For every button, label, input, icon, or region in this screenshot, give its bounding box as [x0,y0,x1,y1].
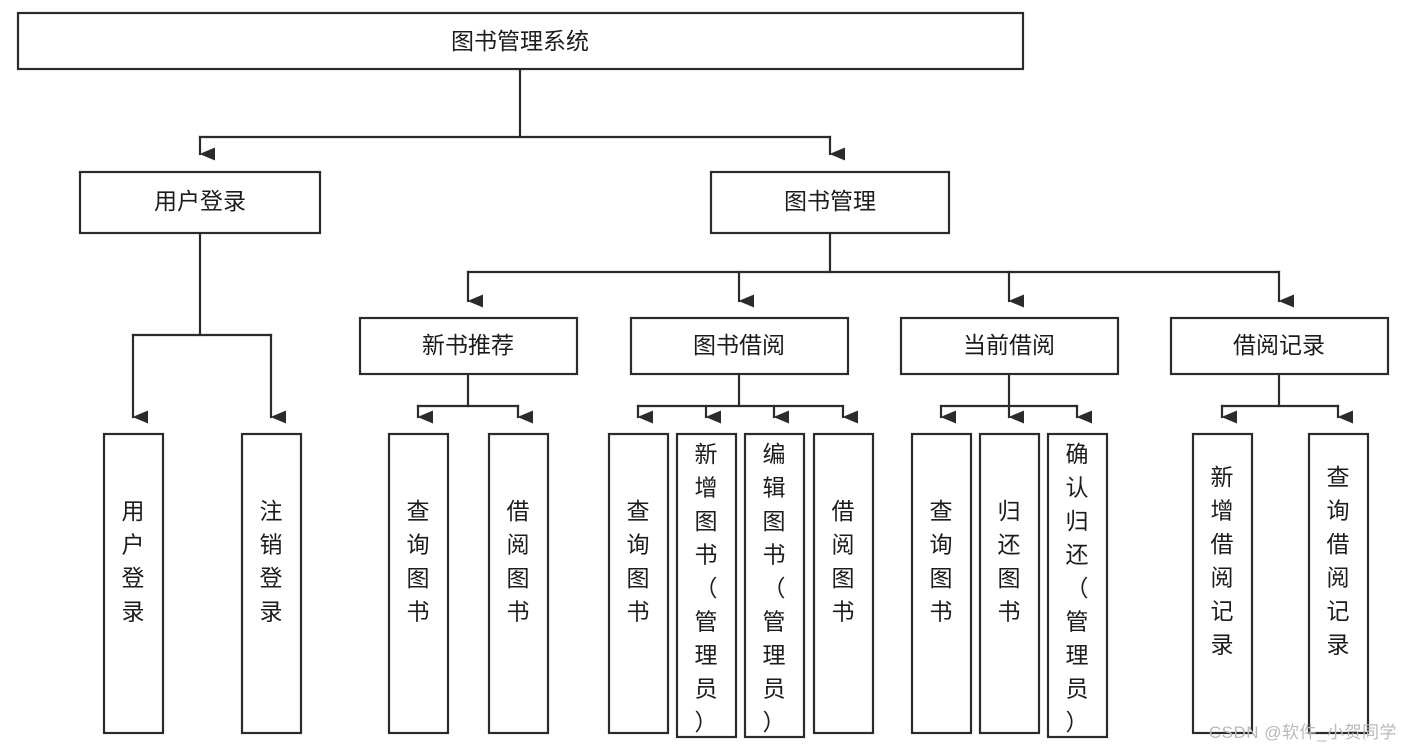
leaf-logout-login[interactable]: 注销登录 [240,432,303,735]
node-book-borrow-box [629,316,850,376]
leaf-borrow-book-2-box [812,432,875,735]
leaf-query-book-3[interactable]: 查询图书 [910,432,973,735]
leaf-query-record-box [1307,432,1370,735]
leaf-confirm-return[interactable]: 确认归还（管理员） [1046,432,1109,739]
node-borrow-record-label: 借阅记录 [1233,332,1325,358]
node-book-manage[interactable]: 图书管理 [709,170,951,235]
leaf-user-login-label: 用户登录 [122,498,145,625]
leaf-query-book-2-box [607,432,670,735]
leaf-add-record[interactable]: 新增借阅记录 [1191,432,1254,735]
leaf-query-book-3-box [910,432,973,735]
leaf-query-record[interactable]: 查询借阅记录 [1307,432,1370,735]
node-current-borrow-label: 当前借阅 [963,332,1055,358]
leaf-edit-book-label: 编辑图书（管理员） [763,441,786,735]
leaf-query-book-2[interactable]: 查询图书 [607,432,670,735]
node-borrow-record-box [1169,316,1390,376]
leaf-return-book-label: 归还图书 [998,498,1021,625]
node-book-borrow[interactable]: 图书借阅 [629,316,850,376]
leaf-query-book-2-label: 查询图书 [627,498,650,625]
leaf-edit-book-box [743,432,806,739]
node-book-manage-label: 图书管理 [784,188,876,214]
leaf-add-book-box [675,432,738,739]
leaf-add-book[interactable]: 新增图书（管理员） [675,432,738,739]
node-root-label: 图书管理系统 [451,28,589,54]
leaf-user-login[interactable]: 用户登录 [102,432,165,735]
leaf-borrow-book-1-box [487,432,550,735]
leaf-borrow-book-2[interactable]: 借阅图书 [812,432,875,735]
node-book-borrow-label: 图书借阅 [693,332,785,358]
connector-layer [131,67,1353,424]
node-new-book-rec-label: 新书推荐 [422,332,514,358]
leaf-user-login-box [102,432,165,735]
leaf-confirm-return-label: 确认归还（管理员） [1066,441,1089,735]
node-new-book-rec[interactable]: 新书推荐 [358,316,579,376]
leaf-borrow-book-1-label: 借阅图书 [507,498,530,625]
leaf-add-book-label: 新增图书（管理员） [695,441,718,735]
leaf-add-record-box [1191,432,1254,735]
leaf-borrow-book-2-label: 借阅图书 [832,498,855,625]
leaf-logout-login-label: 注销登录 [260,498,283,625]
node-root-box [16,11,1025,71]
leaf-query-book-1-label: 查询图书 [407,498,430,625]
node-user-login-label: 用户登录 [154,188,246,214]
leaf-add-record-label: 新增借阅记录 [1211,464,1234,658]
leaf-edit-book[interactable]: 编辑图书（管理员） [743,432,806,739]
node-user-login-box [78,170,322,235]
leaf-query-book-1[interactable]: 查询图书 [387,432,450,735]
leaf-query-book-1-box [387,432,450,735]
leaf-return-book-box [978,432,1041,735]
leaf-query-record-label: 查询借阅记录 [1327,464,1350,658]
node-current-borrow[interactable]: 当前借阅 [899,316,1120,376]
leaf-confirm-return-box [1046,432,1109,739]
node-root[interactable]: 图书管理系统 [16,11,1025,71]
leaf-return-book[interactable]: 归还图书 [978,432,1041,735]
node-user-login[interactable]: 用户登录 [78,170,322,235]
node-new-book-rec-box [358,316,579,376]
leaf-query-book-3-label: 查询图书 [930,498,953,625]
leaf-borrow-book-1[interactable]: 借阅图书 [487,432,550,735]
node-current-borrow-box [899,316,1120,376]
node-book-manage-box [709,170,951,235]
node-borrow-record[interactable]: 借阅记录 [1169,316,1390,376]
leaf-logout-login-box [240,432,303,735]
